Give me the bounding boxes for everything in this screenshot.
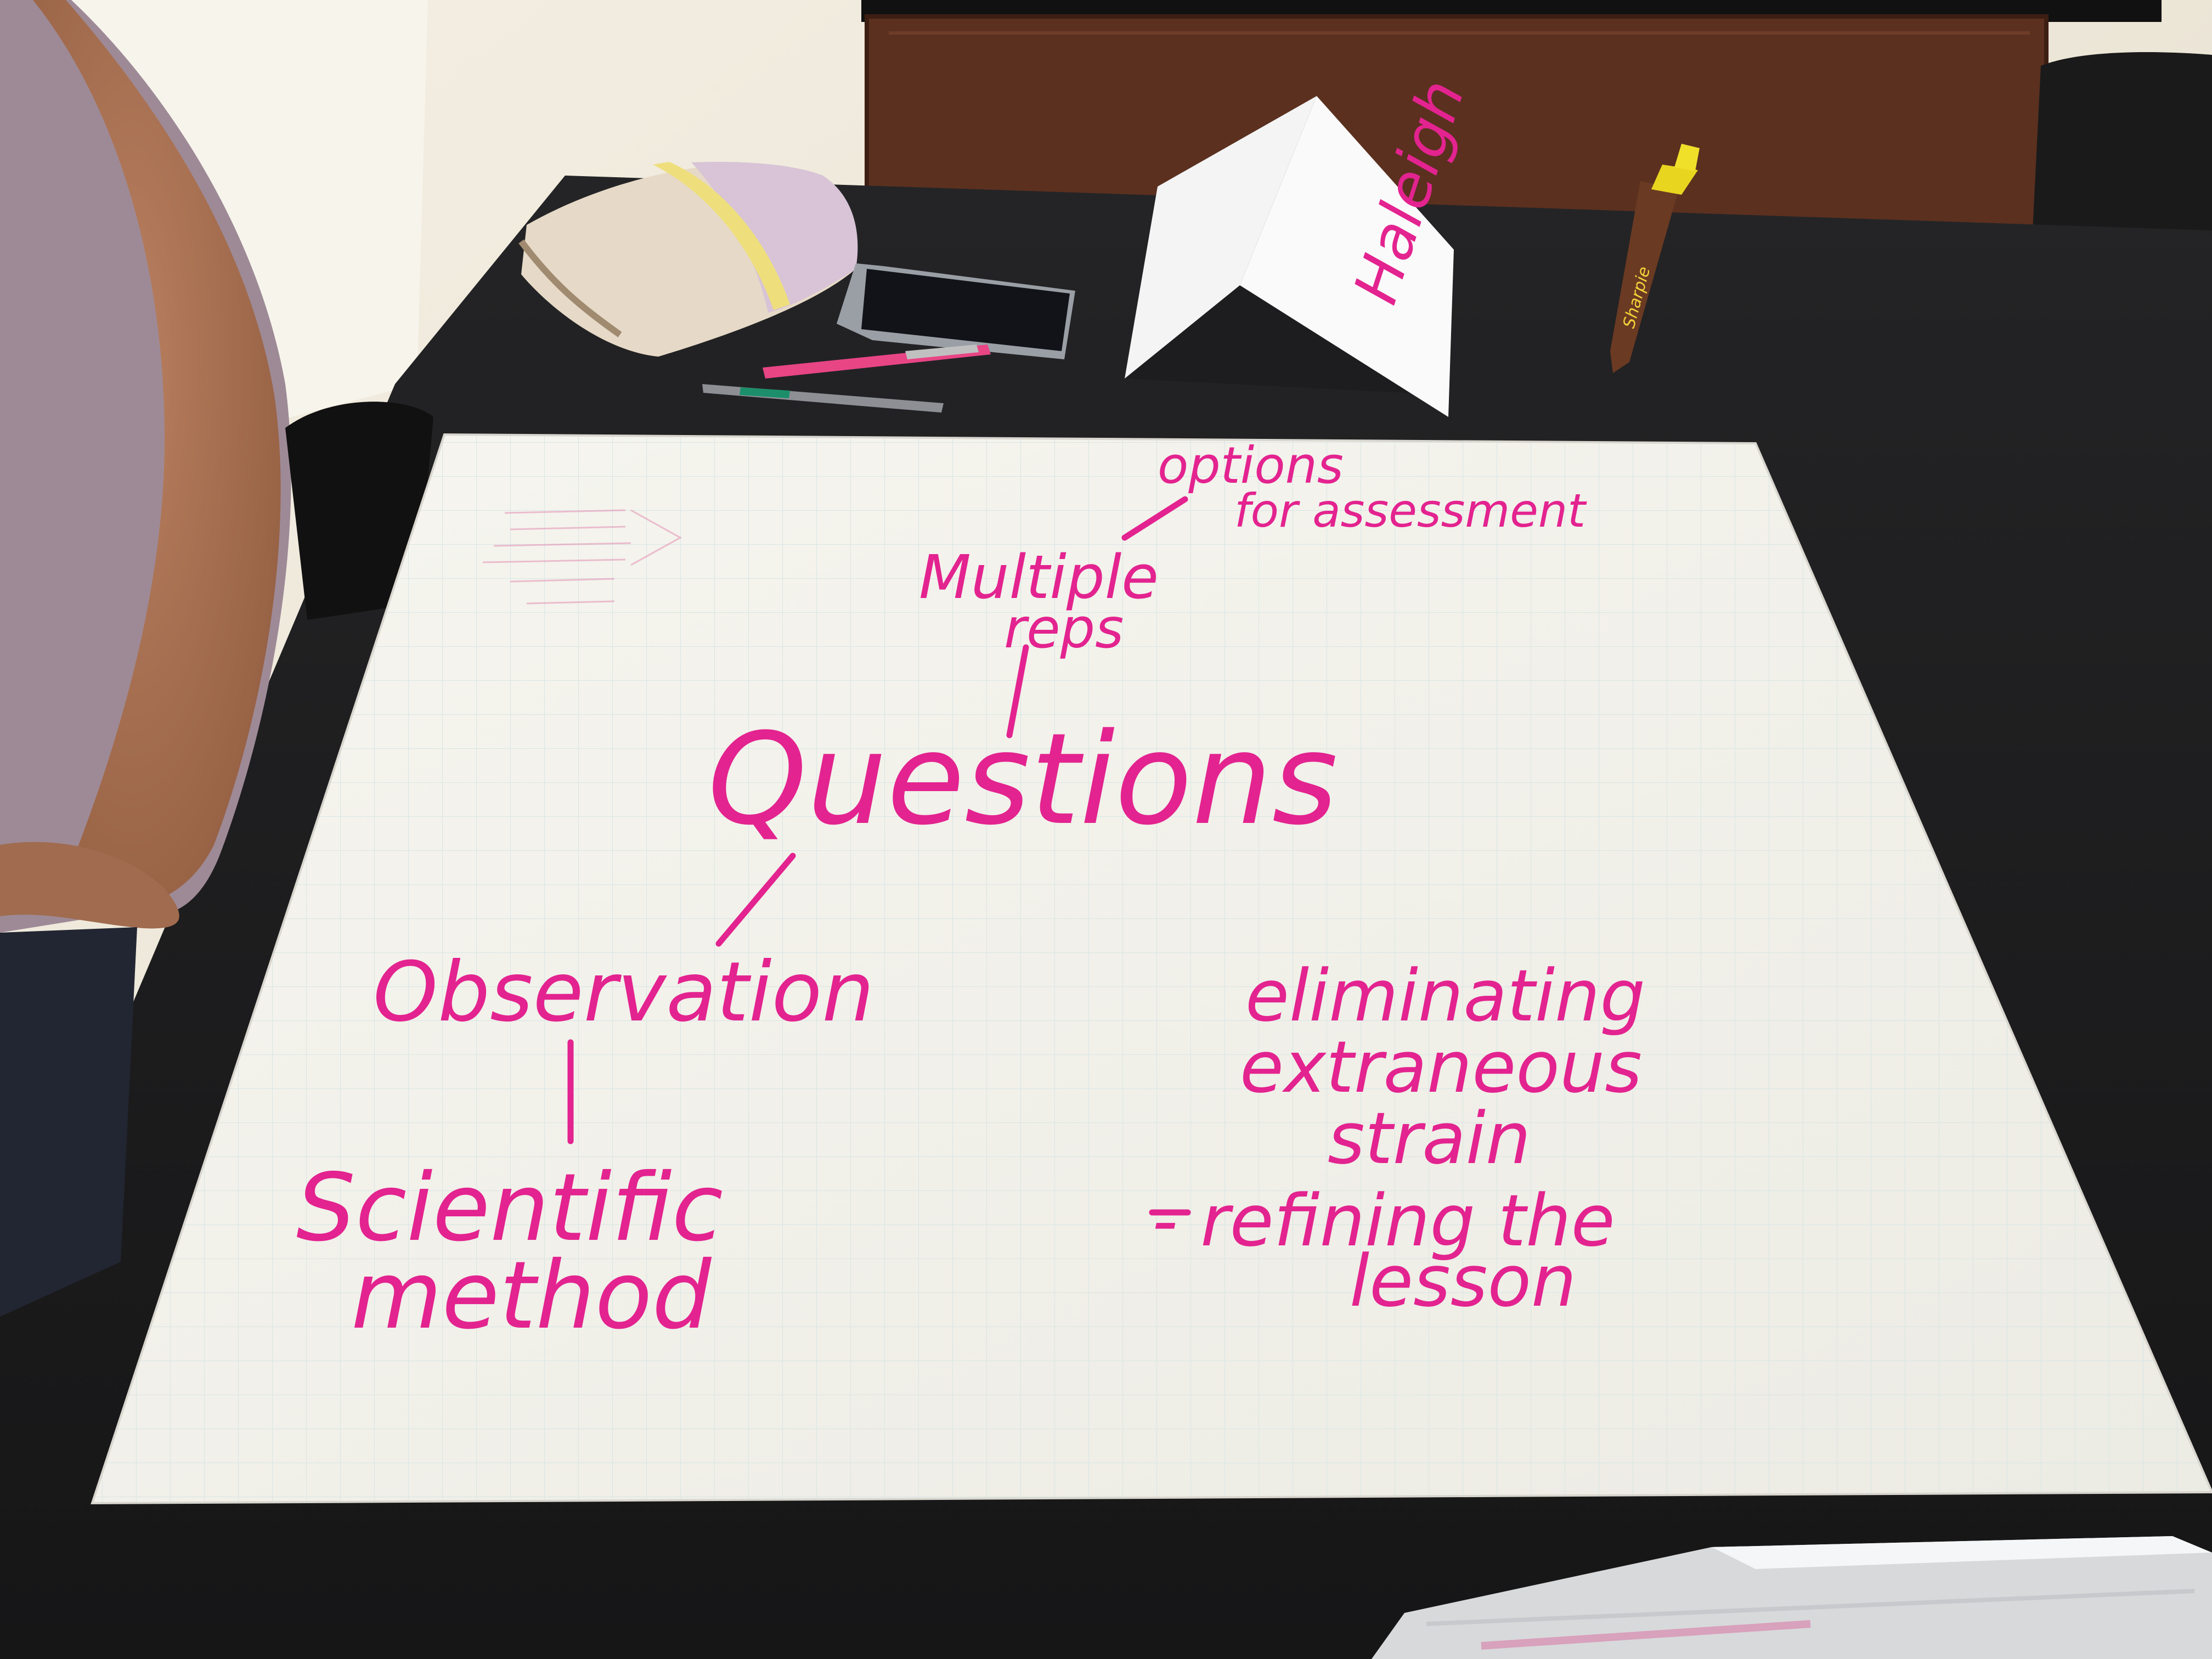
plastic-container [1372, 1536, 2212, 1659]
zipper-pouch [518, 162, 858, 357]
options-line2: for assessment [1234, 484, 1587, 538]
eliminating-line4: - refining the [1152, 1179, 1615, 1262]
options-line1: options [1158, 436, 1344, 495]
faint-backside-notes [482, 509, 682, 605]
eliminating-line5: lesson [1350, 1239, 1577, 1323]
smartphone [837, 263, 1075, 359]
person-arm [0, 0, 291, 1317]
multiple-line1: Multiple [919, 542, 1159, 612]
eliminating-line1: eliminating [1245, 954, 1645, 1037]
scientific-line1: Scientific [296, 1154, 723, 1262]
chart-marker: Sharpie [1610, 144, 1700, 373]
eliminating-line3: strain [1328, 1097, 1531, 1180]
scientific-line2: method [351, 1242, 712, 1350]
questions-center: Questions [708, 707, 1338, 853]
bag [285, 402, 433, 620]
line-questions-to-observation [715, 853, 796, 947]
eliminating-line2: extraneous [1240, 1025, 1642, 1109]
pink-pen [763, 345, 991, 379]
line-options-to-multiple [1121, 496, 1188, 541]
observation-node: Observation [373, 945, 874, 1040]
chart-paper [91, 433, 2212, 1505]
name-tent-card: Haleigh [1125, 71, 1478, 417]
mechanical-pencil [702, 384, 944, 413]
line-multiple-to-questions [1006, 644, 1029, 738]
connector-lines [567, 496, 1191, 1216]
chart-writing: options for assessment Multiple reps Que… [296, 436, 1645, 1350]
multiple-line2: reps [1004, 596, 1124, 661]
